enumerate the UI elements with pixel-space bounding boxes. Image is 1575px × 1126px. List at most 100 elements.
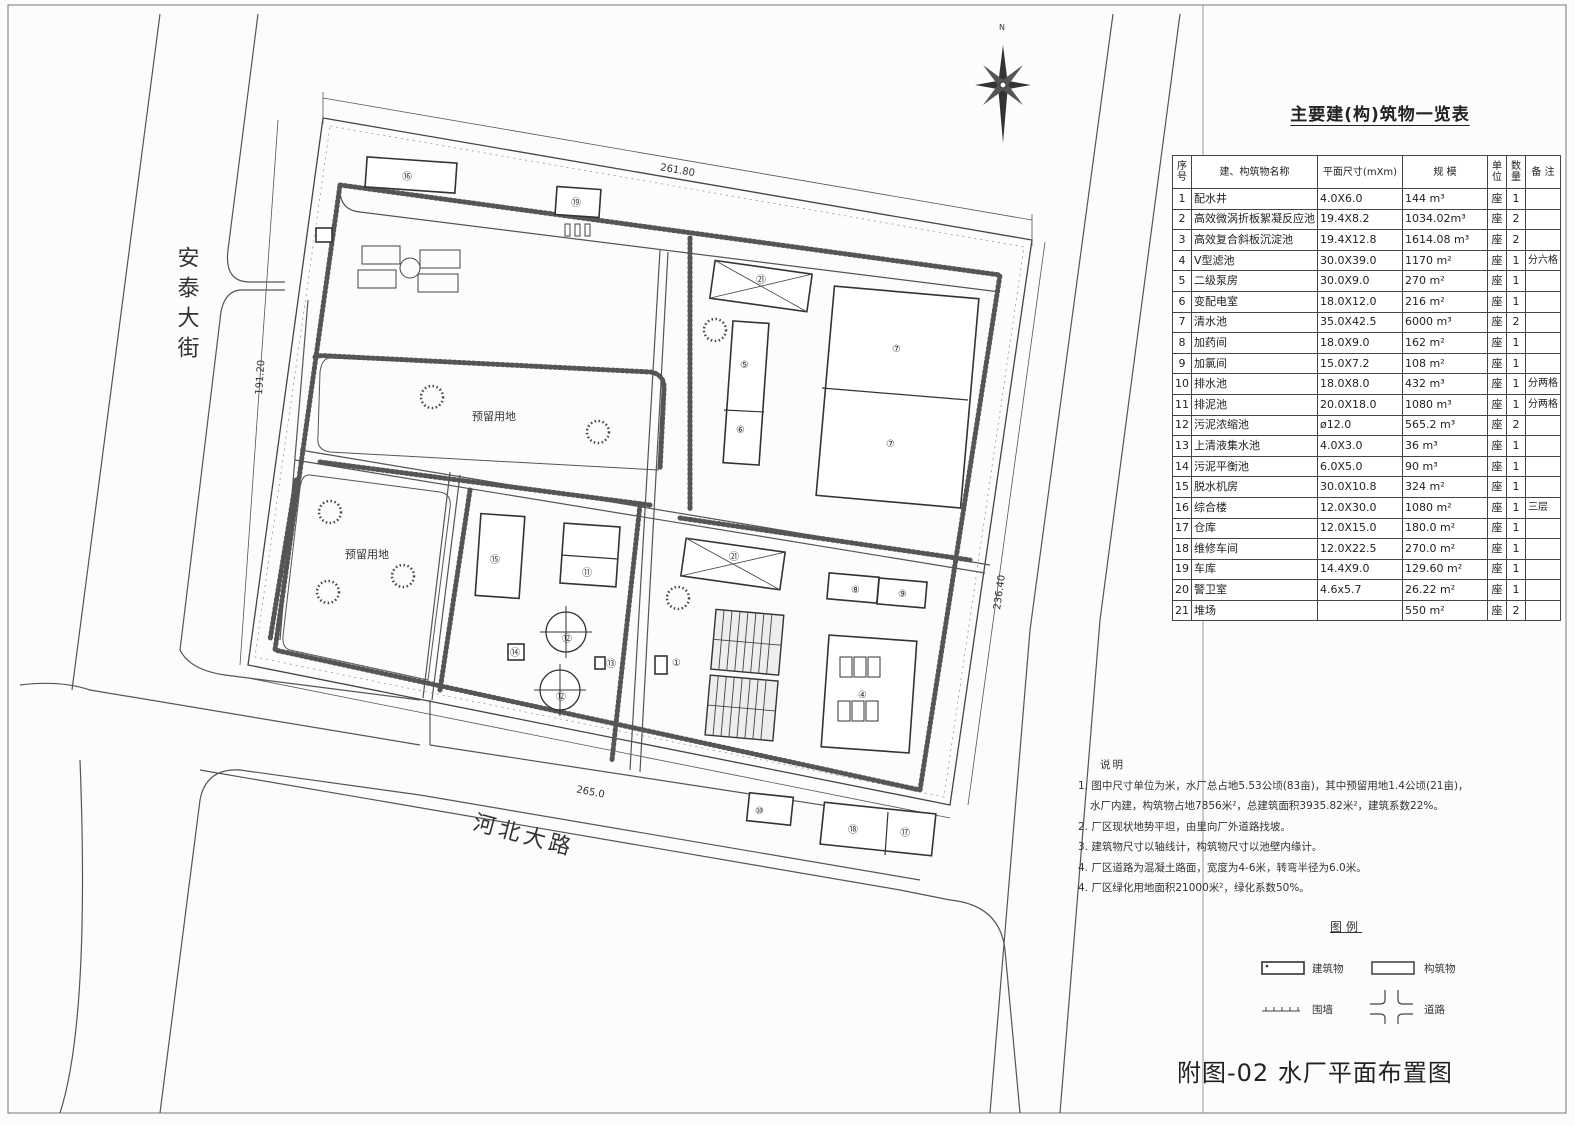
cell-unit: 座	[1487, 352, 1507, 375]
cell-unit: 座	[1487, 311, 1507, 334]
cell-size: 12.0X22.5	[1317, 538, 1403, 560]
guard-house	[315, 227, 333, 243]
cell-name: 高效微涡折板絮凝反应池	[1191, 208, 1318, 231]
cell-name: 加氯间	[1191, 352, 1318, 375]
cell-scale: 90 m³	[1402, 455, 1488, 478]
dimension-right: 236.40	[992, 574, 1008, 610]
note-1: 1. 图中尺寸单位为米，水厂总占地5.53公顷(83亩)，其中预留用地1.4公顷…	[1078, 779, 1469, 792]
header-no: 序号	[1172, 155, 1192, 189]
cell-no: 14	[1172, 455, 1192, 478]
label-b10: ⑩	[755, 806, 764, 817]
cell-size: 4.0X3.0	[1317, 435, 1403, 457]
label-b7b: ⑦	[886, 439, 895, 450]
cell-qty: 2	[1506, 311, 1526, 334]
cell-no: 3	[1172, 229, 1192, 251]
sludge-balance-tank	[507, 643, 525, 661]
cell-no: 16	[1172, 496, 1192, 519]
cell-size: 18.0X12.0	[1317, 290, 1403, 313]
street-an-tai	[71, 13, 285, 691]
cell-size: 15.0X7.2	[1317, 352, 1403, 375]
cell-unit: 座	[1487, 229, 1507, 251]
cell-qty: 1	[1506, 435, 1526, 457]
reserved-land-north-outline	[317, 357, 663, 471]
cell-size: 20.0X18.0	[1317, 393, 1403, 416]
label-b17: ⑰	[900, 827, 910, 839]
cell-note	[1525, 188, 1561, 210]
cell-scale: 550 m²	[1402, 599, 1488, 622]
legend-road-icon	[1370, 990, 1413, 1024]
cell-note	[1525, 579, 1561, 601]
cell-qty: 1	[1506, 496, 1526, 519]
sludge-thickeners	[534, 606, 592, 716]
cell-qty: 1	[1506, 517, 1526, 540]
note-2: 2. 厂区现状地势平坦，由里向厂外道路找坡。	[1078, 820, 1291, 833]
legend-road-label: 道路	[1424, 1004, 1445, 1016]
cell-no: 2	[1172, 208, 1192, 231]
note-5: 4. 厂区绿化用地面积21000米²，绿化系数50%。	[1078, 882, 1310, 894]
cell-unit: 座	[1487, 496, 1507, 519]
cell-scale: 270.0 m²	[1402, 538, 1488, 560]
cell-note: 分两格	[1525, 393, 1561, 416]
cell-note	[1525, 290, 1561, 313]
cell-size: 18.0X8.0	[1317, 373, 1403, 395]
header-scale: 规 模	[1402, 155, 1488, 189]
cell-qty: 2	[1506, 414, 1526, 437]
cell-name: 清水池	[1191, 311, 1318, 334]
sludge-tank	[559, 522, 621, 588]
label-b21b: ㉑	[729, 551, 739, 563]
notes-title: 说明	[1100, 759, 1125, 771]
legend-building-label: 建筑物	[1312, 963, 1344, 975]
label-b16: ⑯	[402, 171, 412, 183]
cell-scale: 36 m³	[1402, 435, 1488, 457]
cell-name: V型滤池	[1191, 249, 1318, 272]
cell-no: 7	[1172, 311, 1192, 334]
cell-no: 10	[1172, 373, 1192, 395]
cell-no: 13	[1172, 435, 1192, 457]
legend-title: 图例	[1330, 920, 1363, 934]
cell-note	[1525, 599, 1561, 622]
cell-qty: 1	[1506, 188, 1526, 210]
reserved-land-south-label: 预留用地	[345, 548, 389, 561]
cell-no: 17	[1172, 517, 1192, 540]
cell-note	[1525, 311, 1561, 334]
cell-no: 21	[1172, 599, 1192, 622]
cell-no: 1	[1172, 188, 1192, 210]
label-b18: ⑱	[848, 824, 858, 836]
cell-size: ø12.0	[1317, 414, 1403, 437]
cell-unit: 座	[1487, 208, 1507, 231]
north-arrow-icon	[975, 45, 1031, 143]
cell-qty: 1	[1506, 270, 1526, 292]
cell-scale: 108 m²	[1402, 352, 1488, 375]
cell-no: 19	[1172, 558, 1192, 581]
office-building	[364, 156, 458, 194]
buildings-table-header: 序号 建、构筑物名称 平面尺寸(mXm) 规 模 单位 数量 备 注	[1172, 155, 1561, 189]
label-b13: ⑬	[606, 658, 616, 670]
cell-name: 污泥平衡池	[1191, 455, 1318, 478]
dimension-bottom: 265.0	[575, 784, 605, 800]
cell-unit: 座	[1487, 332, 1507, 354]
distribution-well	[654, 655, 668, 675]
cell-scale: 144 m³	[1402, 188, 1488, 210]
cell-unit: 座	[1487, 414, 1507, 437]
cell-size: 30.0X9.0	[1317, 270, 1403, 292]
cell-scale: 162 m²	[1402, 332, 1488, 354]
legend-structure-icon	[1371, 961, 1415, 975]
cell-qty: 2	[1506, 208, 1526, 231]
cell-scale: 1034.02m³	[1402, 208, 1488, 231]
garage	[554, 185, 602, 219]
cell-size	[1317, 599, 1403, 622]
label-b21a: ㉑	[756, 274, 766, 286]
cell-unit: 座	[1487, 290, 1507, 313]
cell-size: 30.0X39.0	[1317, 249, 1403, 272]
cell-name: 维修车间	[1191, 538, 1318, 560]
